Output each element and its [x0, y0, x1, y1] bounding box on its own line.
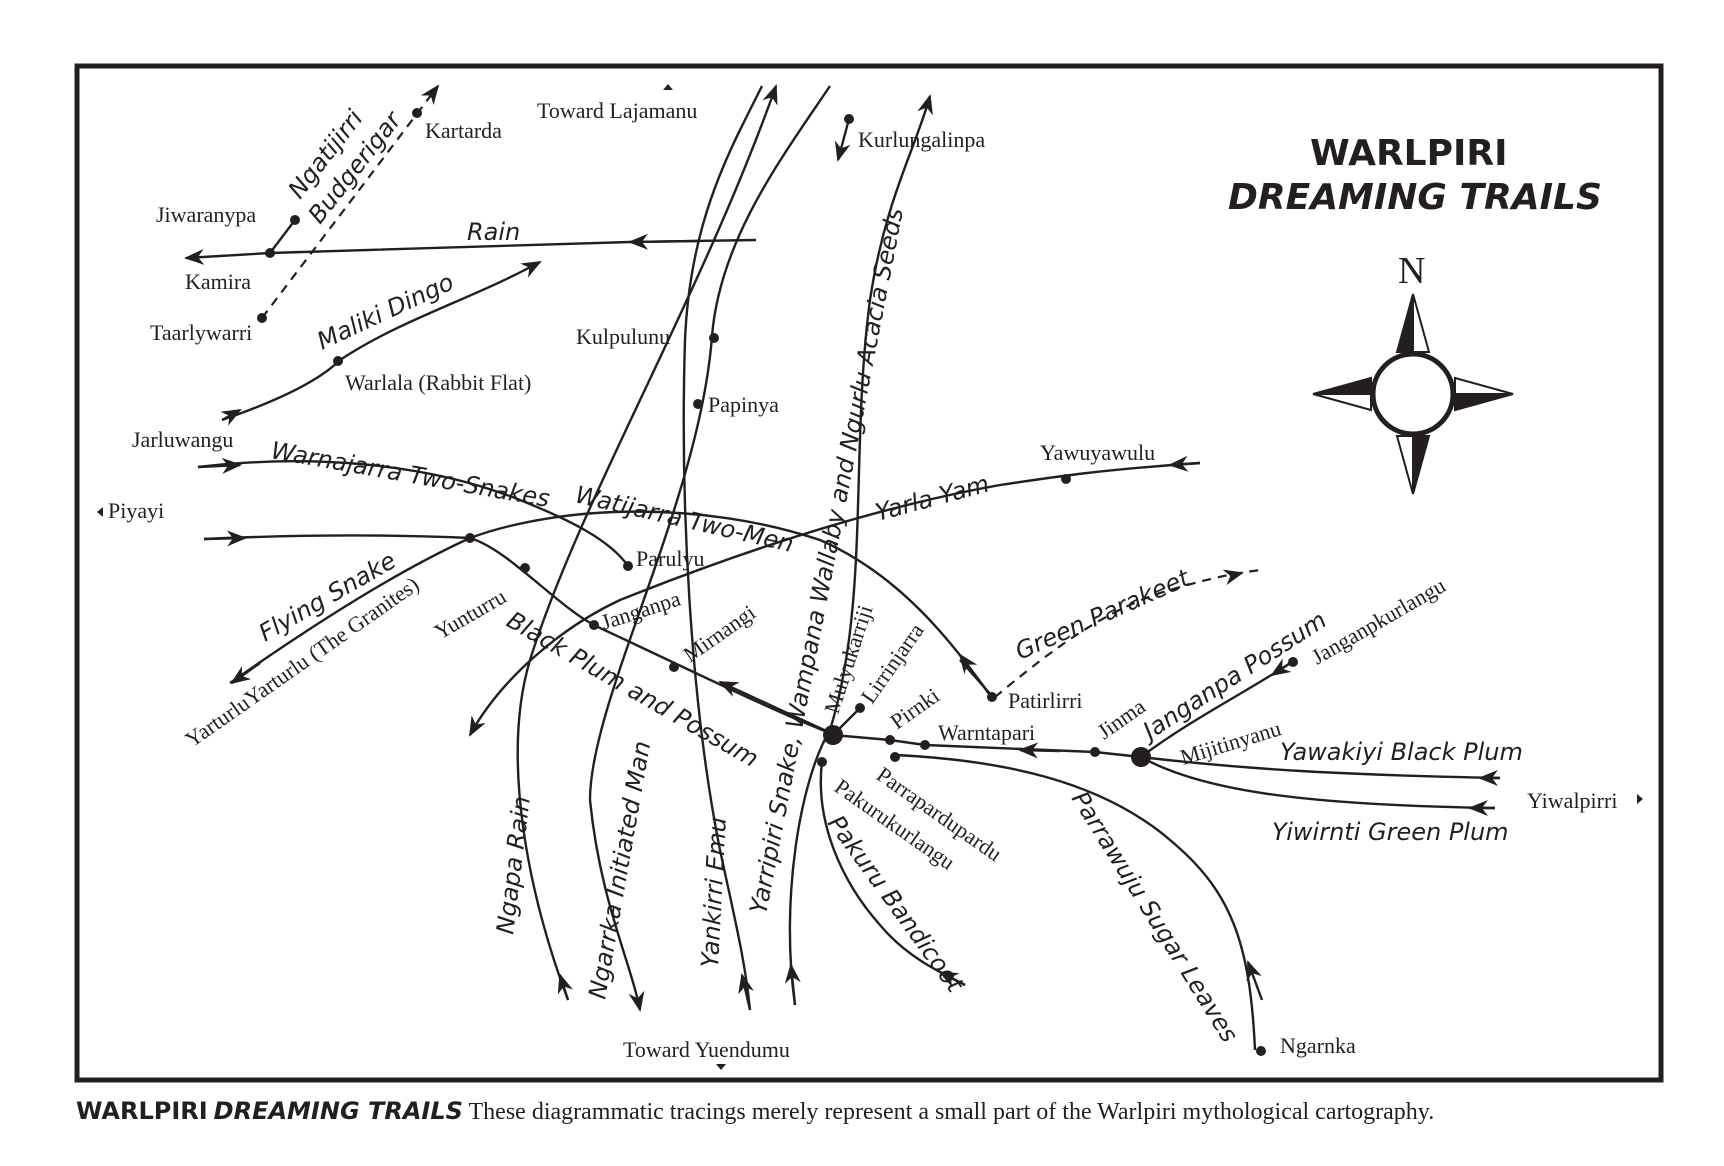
- label-yawuyawulu: Yawuyawulu: [1040, 440, 1155, 465]
- label-janganpkurlangu: Janganpkurlangu: [1307, 573, 1450, 670]
- site-ngarnka: [1256, 1046, 1266, 1056]
- site-kartarda: [412, 108, 422, 118]
- site-janganpkurlangu: [1288, 657, 1298, 667]
- site-yunturru: [520, 563, 530, 573]
- trail-ngarrka: [588, 85, 831, 1012]
- site-kulpulunu: [709, 333, 719, 343]
- label-warlala: Warlala (Rabbit Flat): [345, 370, 531, 395]
- site-warntapari: [920, 740, 930, 750]
- lajamanu-direction-icon: [663, 84, 673, 90]
- site-parulyu: [623, 561, 633, 571]
- piyayi-direction-icon: [97, 507, 103, 517]
- trail-patirlirri: [959, 659, 994, 698]
- label-rain: Rain: [467, 218, 520, 246]
- trail-pakuru: [819, 761, 966, 987]
- yuendumu-direction-icon: [716, 1064, 726, 1070]
- label-jiwaranypa: Jiwaranypa: [156, 202, 256, 227]
- trail-maliki-dingo: [221, 260, 542, 422]
- trail-yarla-yam: [468, 461, 1201, 737]
- trail-wampana: [788, 94, 933, 1006]
- label-kartarda: Kartarda: [425, 118, 502, 143]
- label-papinya: Papinya: [708, 392, 779, 417]
- map-title-line1: WARLPIRI: [1310, 133, 1508, 174]
- site-warlala: [333, 356, 343, 366]
- map-frame: [74, 63, 1664, 1083]
- label-warntapari: Warntapari: [938, 720, 1035, 745]
- site-lirrinjarra: [855, 703, 865, 713]
- label-kulpulunu: Kulpulunu: [576, 324, 670, 349]
- trail-ngapa-rain: [516, 84, 778, 1001]
- site-mulyukarriji: [823, 725, 843, 745]
- label-yankirri: Yankirri Emu: [696, 816, 732, 968]
- label-yarla-yam: Yarla Yam: [872, 470, 992, 527]
- label-pirnki: Pirnki: [886, 683, 944, 734]
- label-yiwalpirri: Yiwalpirri: [1527, 788, 1617, 813]
- caption-title-a: WARLPIRI: [76, 1097, 208, 1125]
- label-taarlywarri: Taarlywarri: [150, 320, 252, 345]
- sites: [257, 108, 1298, 1056]
- label-toward-yuendumu: Toward Yuendumu: [623, 1037, 790, 1062]
- site-jinma: [1090, 747, 1100, 757]
- trail-warnajarra: [197, 460, 629, 567]
- trail-yankirri: [682, 85, 764, 1011]
- label-mijitinyanu: Mijitinyanu: [1177, 715, 1284, 769]
- caption-text: These diagrammatic tracings merely repre…: [468, 1099, 1435, 1125]
- trail-jiwaranypa-spur: [269, 219, 296, 254]
- trail-yawakiyi: [1140, 755, 1501, 780]
- site-jiwaranypa: [290, 215, 300, 225]
- site-patirlirri: [987, 692, 997, 702]
- site-pirnki: [885, 735, 895, 745]
- site-kamira: [265, 248, 275, 258]
- map-title-line2: DREAMING TRAILS: [1228, 177, 1602, 218]
- caption-title-b: DREAMING TRAILS: [213, 1097, 463, 1125]
- label-janganpa-possum: Janganpa Possum: [1135, 606, 1332, 747]
- site-janganpa: [589, 620, 599, 630]
- trail-yiwirnti: [1140, 755, 1496, 810]
- site-papinya: [693, 399, 703, 409]
- site-yarturlu: [465, 533, 475, 543]
- site-mijitinyanu: [1131, 747, 1151, 767]
- trail-ngatijirri-budgerigar: [261, 84, 440, 319]
- site-kurlungalinpa: [844, 114, 854, 124]
- site-yawuyawulu: [1061, 474, 1071, 484]
- label-parulyu: Parulyu: [636, 546, 704, 571]
- compass-rose-icon: N: [1312, 250, 1514, 495]
- label-kamira: Kamira: [185, 269, 251, 294]
- trail-yarturlu: [229, 536, 471, 684]
- label-green-parakeet: Green Parakeet: [1011, 563, 1195, 665]
- site-pakurukurlangu: [817, 757, 827, 767]
- yiwalpirri-direction-icon: [1637, 794, 1643, 804]
- map-caption: WARLPIRI DREAMING TRAILS These diagramma…: [76, 1097, 1676, 1126]
- label-yunturru: Yunturru: [430, 584, 510, 645]
- label-kurlungalinpa: Kurlungalinpa: [858, 127, 985, 152]
- trail-green-parakeet: [994, 568, 1263, 698]
- site-taarlywarri: [257, 313, 267, 323]
- label-parrawuju: Parrawuju Sugar Leaves: [1066, 786, 1244, 1047]
- label-yiwirnti: Yiwirnti Green Plum: [1272, 818, 1509, 846]
- label-piyayi: Piyayi: [108, 498, 164, 523]
- site-mirnangi: [669, 662, 679, 672]
- north-label: N: [1398, 250, 1425, 292]
- label-ngarrka: Ngarrka Initiated Man: [583, 739, 656, 1001]
- site-parrapardupardu: [890, 752, 900, 762]
- trail-parrawuju: [894, 753, 1257, 1051]
- label-ngarnka: Ngarnka: [1280, 1033, 1356, 1058]
- trail-kurlungalinpa: [834, 118, 851, 162]
- label-toward-lajamanu: Toward Lajamanu: [537, 98, 697, 123]
- label-jarluwangu: Jarluwangu: [132, 427, 233, 452]
- label-maliki-dingo: Maliki Dingo: [313, 268, 458, 356]
- label-patirlirri: Patirlirri: [1008, 688, 1083, 713]
- label-warnajarra: Warnajarra Two-Snakes: [269, 436, 552, 513]
- label-yawakiyi: Yawakiyi Black Plum: [1280, 738, 1523, 766]
